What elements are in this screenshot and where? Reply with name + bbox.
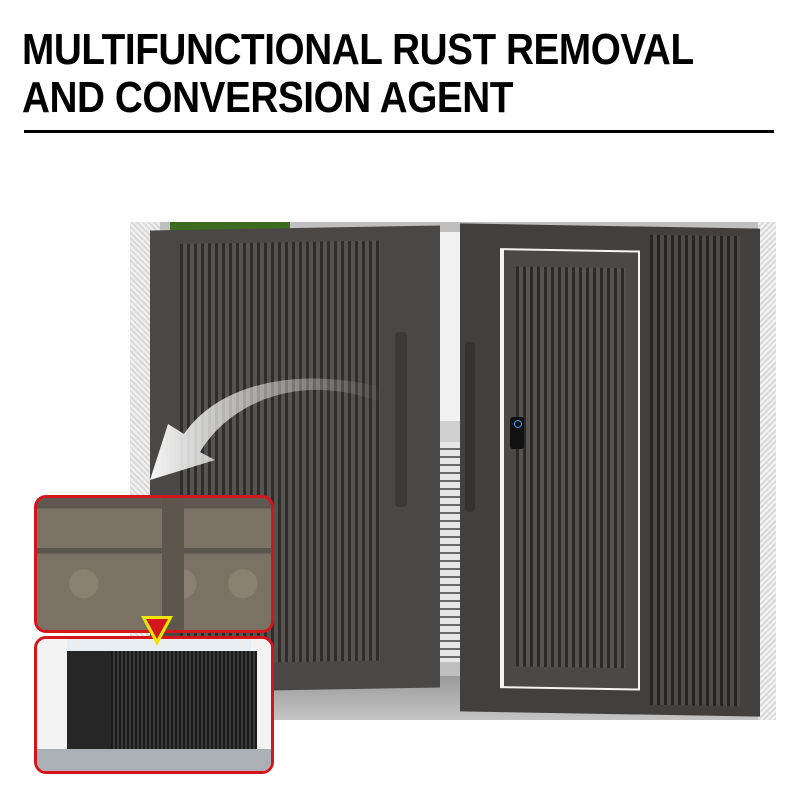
gate-handle-left (395, 332, 407, 507)
sliding-gate-slats (111, 651, 257, 761)
after-restored-gate-image (34, 636, 274, 774)
before-rusted-gate-image (34, 495, 274, 633)
stone-pillar-right (758, 222, 776, 720)
headline-line-1: MULTIFUNCTIONAL RUST REMOVAL (22, 25, 694, 74)
door-slats (516, 266, 626, 669)
gate-handle-right (465, 342, 475, 512)
rust-texture (37, 498, 271, 630)
ornamental-post (162, 498, 184, 630)
ground (37, 749, 271, 771)
headline: MULTIFUNCTIONAL RUST REMOVAL AND CONVERS… (22, 25, 694, 122)
pedestrian-door-open (500, 248, 640, 691)
smart-lock-icon (510, 417, 524, 449)
down-triangle-icon-inner (146, 619, 168, 639)
headline-divider (24, 130, 774, 133)
gate-slats (650, 234, 740, 707)
sliding-gate (67, 651, 257, 761)
headline-line-2: AND CONVERSION AGENT (22, 73, 514, 122)
gate-right-leaf (460, 223, 760, 717)
curved-arrow-icon (150, 378, 380, 480)
